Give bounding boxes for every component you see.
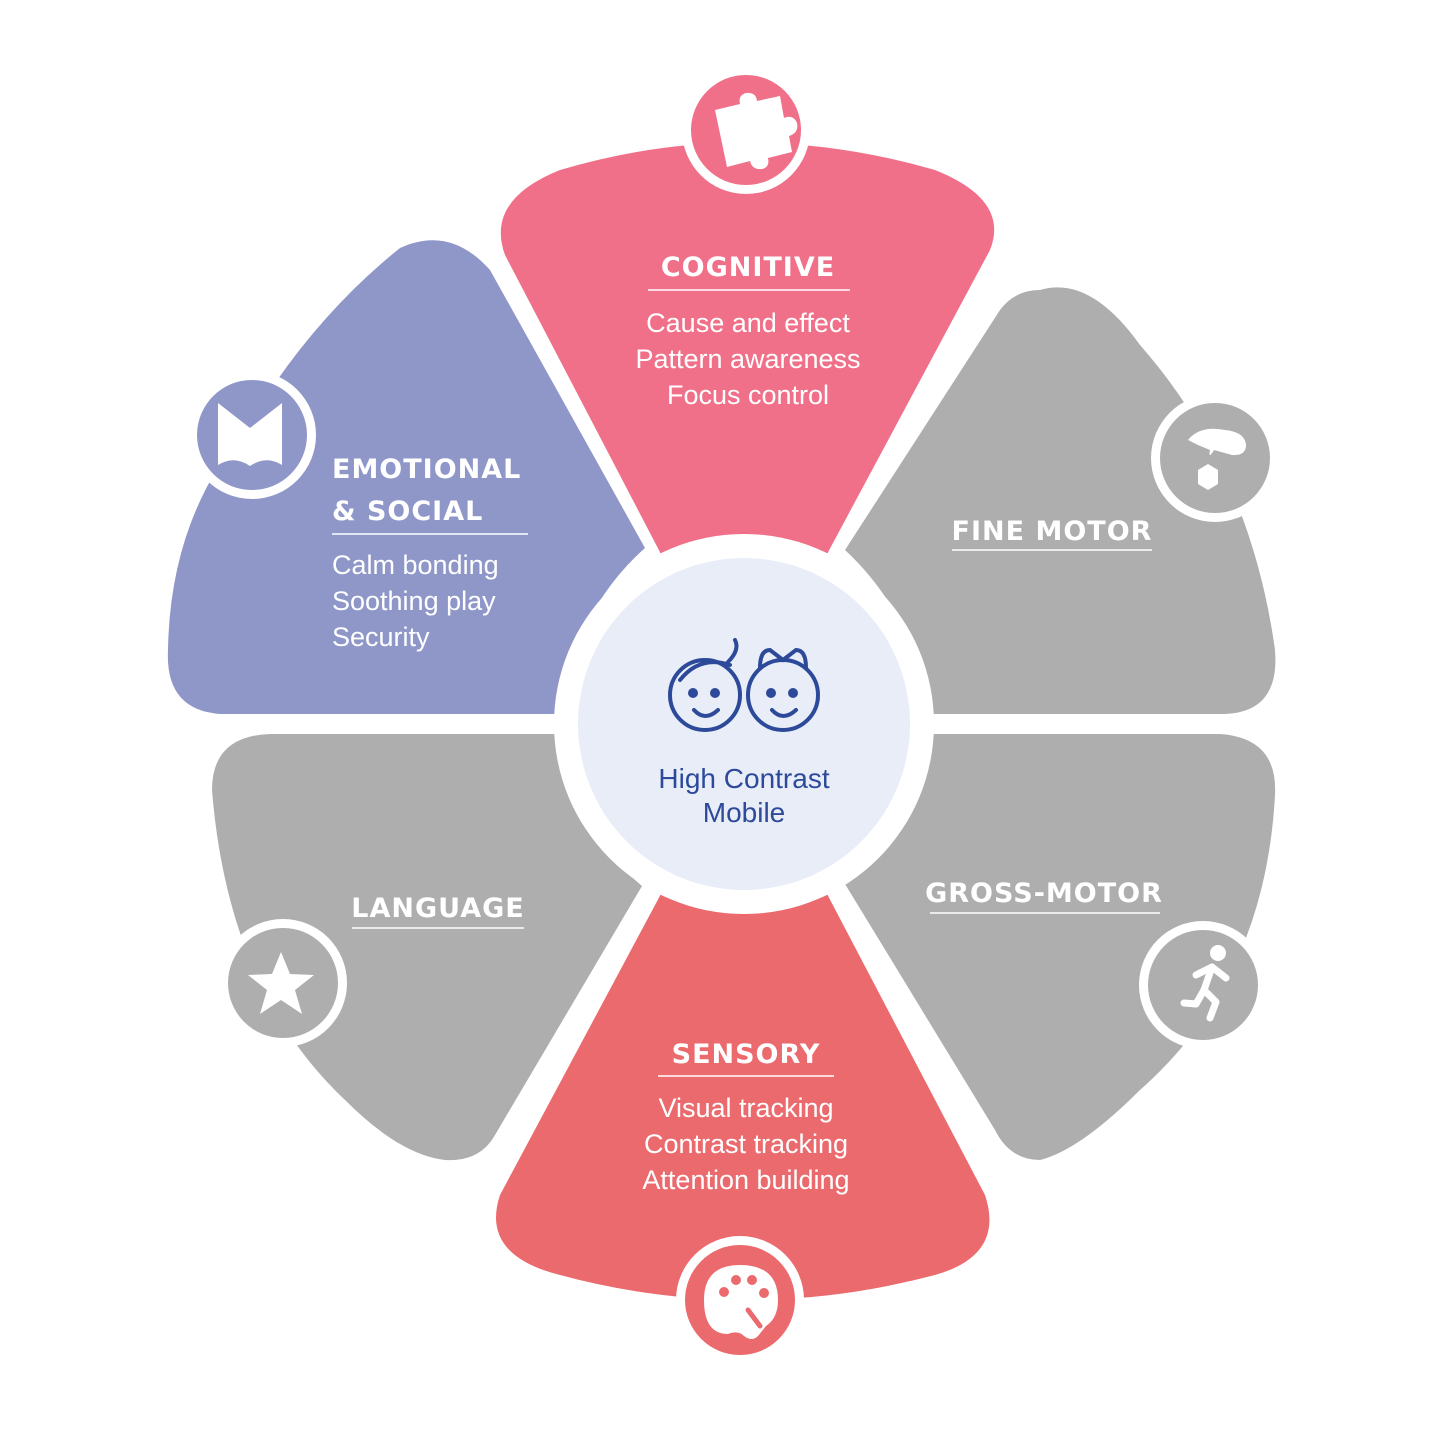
gross-motor-badge bbox=[1139, 921, 1267, 1049]
emotional-badge bbox=[188, 371, 316, 499]
two-faces-icon bbox=[668, 638, 820, 732]
sensory-item-1: Visual tracking bbox=[658, 1093, 833, 1123]
emotional-item-3: Security bbox=[332, 622, 430, 652]
puzzle-icon bbox=[715, 92, 798, 170]
emotional-item-2: Soothing play bbox=[332, 586, 496, 616]
fine-motor-title: FINE MOTOR bbox=[952, 516, 1153, 547]
cognitive-title: COGNITIVE bbox=[661, 252, 835, 283]
emotional-title-line2: & SOCIAL bbox=[332, 496, 483, 527]
cognitive-item-2: Pattern awareness bbox=[635, 344, 860, 374]
center-label-line2: Mobile bbox=[703, 797, 785, 828]
hand-cube-icon bbox=[1188, 428, 1246, 490]
star-icon bbox=[248, 952, 314, 1014]
segment-emotional-social bbox=[167, 240, 645, 714]
language-title: LANGUAGE bbox=[351, 893, 524, 924]
sensory-title: SENSORY bbox=[672, 1039, 821, 1070]
segment-language bbox=[212, 734, 642, 1161]
running-person-icon bbox=[1180, 945, 1230, 1022]
language-badge bbox=[219, 919, 347, 1047]
segment-cognitive bbox=[500, 142, 995, 556]
cognitive-item-1: Cause and effect bbox=[646, 308, 850, 338]
segment-sensory bbox=[496, 892, 990, 1300]
center-circle bbox=[578, 558, 910, 890]
segment-gross-motor bbox=[845, 734, 1276, 1160]
emotional-title-line1: EMOTIONAL bbox=[332, 454, 521, 485]
cognitive-item-3: Focus control bbox=[667, 380, 829, 410]
sensory-item-2: Contrast tracking bbox=[644, 1129, 848, 1159]
segment-fine-motor bbox=[845, 287, 1276, 714]
palette-icon bbox=[704, 1265, 778, 1339]
book-icon bbox=[218, 403, 282, 466]
center-label-line1: High Contrast bbox=[658, 763, 829, 794]
fine-motor-badge bbox=[1151, 394, 1279, 522]
sensory-item-3: Attention building bbox=[642, 1165, 849, 1195]
sensory-badge bbox=[676, 1236, 804, 1364]
cognitive-badge bbox=[682, 66, 810, 194]
emotional-item-1: Calm bonding bbox=[332, 550, 499, 580]
gross-motor-title: GROSS-MOTOR bbox=[925, 878, 1163, 909]
